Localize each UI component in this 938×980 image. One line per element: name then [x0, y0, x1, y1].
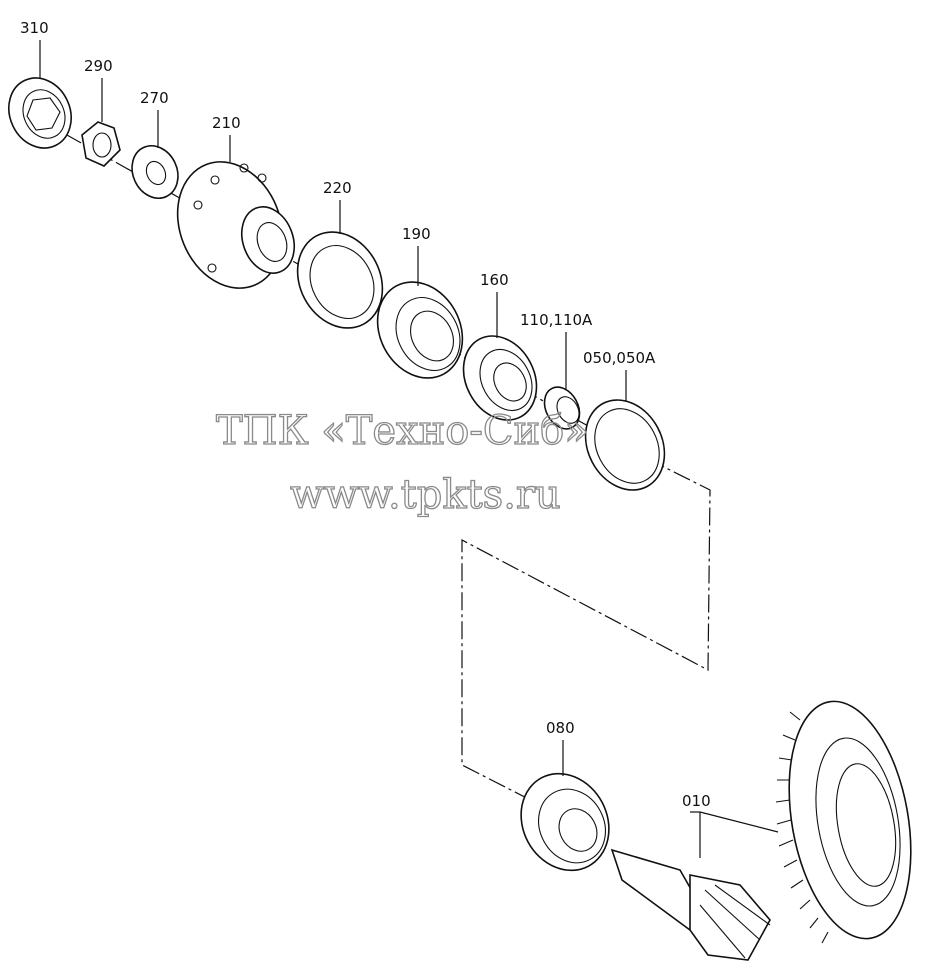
label-160: 160 [480, 271, 509, 289]
part-290-hex-nut-icon[interactable] [81, 121, 121, 167]
part-160-roller-bearing-icon[interactable] [449, 323, 550, 433]
part-190-bearing-icon[interactable] [361, 267, 479, 393]
label-290: 290 [84, 57, 113, 75]
assembly-axis-line [39, 119, 711, 816]
label-190: 190 [402, 225, 431, 243]
part-270-washer-icon[interactable] [124, 138, 187, 206]
label-010: 010 [682, 792, 711, 810]
part-310-locknut-icon[interactable] [0, 68, 82, 159]
part-010-ring-gear-icon[interactable] [772, 692, 928, 948]
label-110: 110,110A [520, 311, 593, 329]
part-220-oil-seal-icon[interactable] [281, 217, 399, 343]
part-050-shim-icon[interactable] [570, 386, 679, 504]
part-110-spacer-icon[interactable] [538, 381, 587, 435]
part-210-companion-flange-icon[interactable] [159, 146, 303, 304]
watermark-company: ТПК «Техно-Сиб» [216, 408, 589, 454]
label-310: 310 [20, 19, 49, 37]
label-220: 220 [323, 179, 352, 197]
part-010-drive-pinion-icon[interactable] [610, 848, 771, 961]
watermark-url: www.tpkts.ru [290, 472, 561, 518]
label-270: 270 [140, 89, 169, 107]
label-050: 050,050A [583, 349, 656, 367]
label-210: 210 [212, 114, 241, 132]
part-080-bearing-icon[interactable] [504, 758, 625, 886]
label-080: 080 [546, 719, 575, 737]
